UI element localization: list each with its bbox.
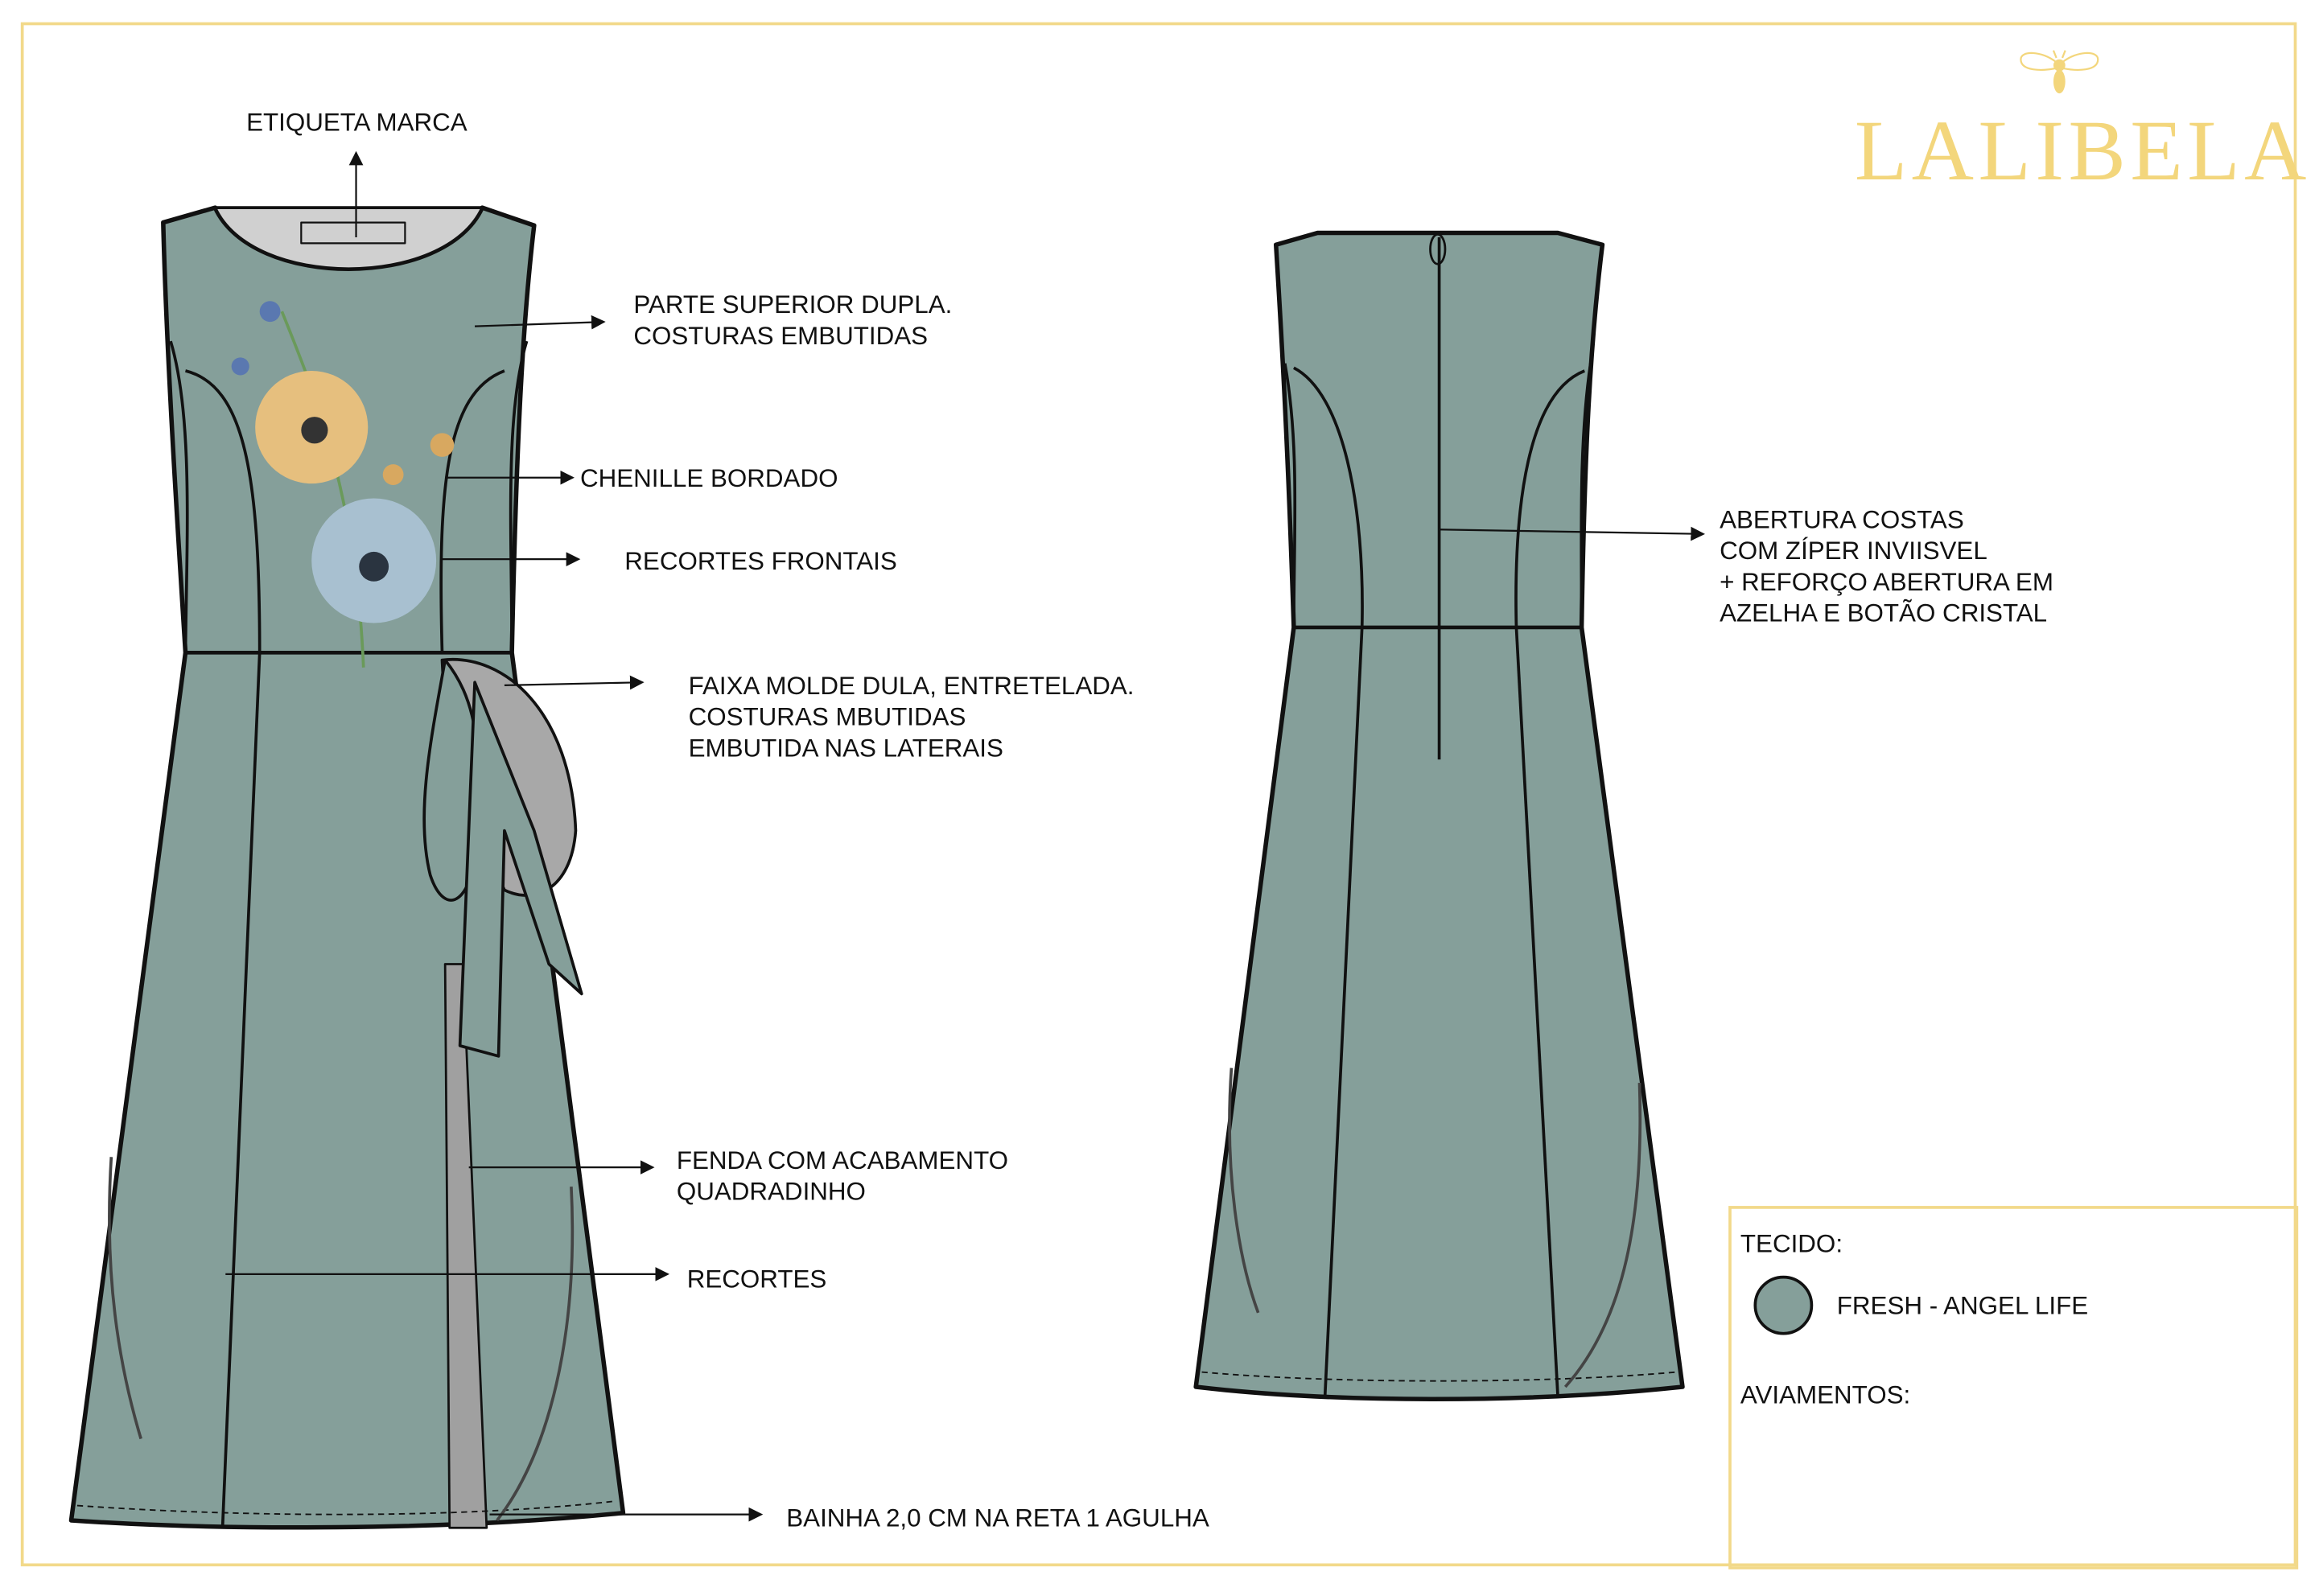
chenille-flower-embroidery: [231, 301, 455, 668]
label-recortes-frontais: RECORTES FRONTAIS: [624, 547, 897, 576]
label-bainha: BAINHA 2,0 CM NA RETA 1 AGULHA: [786, 1503, 1209, 1532]
page-border: [20, 22, 2297, 1567]
aviamentos-label: AVIAMENTOS:: [1740, 1380, 1911, 1409]
label-abertura-4: AZELHA E BOTÃO CRISTAL: [1720, 598, 2048, 627]
label-abertura-1: ABERTURA COSTAS: [1720, 505, 1964, 534]
label-etiqueta: ETIQUETA MARCA: [246, 108, 468, 137]
label-chenille: CHENILLE BORDADO: [579, 464, 838, 493]
fabric-swatch: [1753, 1275, 1814, 1335]
back-dress: [1193, 230, 1685, 1402]
tecido-label: TECIDO:: [1740, 1229, 1843, 1258]
label-fenda-1: FENDA COM ACABAMENTO: [676, 1146, 1009, 1175]
label-faixa-1: FAIXA MOLDE DULA, ENTRETELADA.: [688, 672, 1135, 701]
label-faixa-3: EMBUTIDA NAS LATERAIS: [688, 734, 1003, 763]
label-upper-1: PARTE SUPERIOR DUPLA.: [633, 290, 953, 319]
annotation-arrows: [225, 150, 1706, 1522]
tecido-value: FRESH - ANGEL LIFE: [1836, 1292, 2089, 1321]
label-fenda-2: QUADRADINHO: [676, 1178, 866, 1207]
spec-box: [1728, 1206, 2299, 1569]
label-recortes: RECORTES: [686, 1265, 827, 1294]
bee-logo-icon: [2020, 50, 2099, 94]
label-abertura-2: COM ZÍPER INVIISVEL: [1720, 537, 1987, 566]
label-faixa-2: COSTURAS MBUTIDAS: [688, 703, 966, 732]
label-abertura-3: + REFORÇO ABERTURA EM: [1720, 568, 2053, 597]
brand-logo: LALIBELA: [1854, 102, 2311, 200]
label-upper-2: COSTURAS EMBUTIDAS: [633, 322, 929, 351]
